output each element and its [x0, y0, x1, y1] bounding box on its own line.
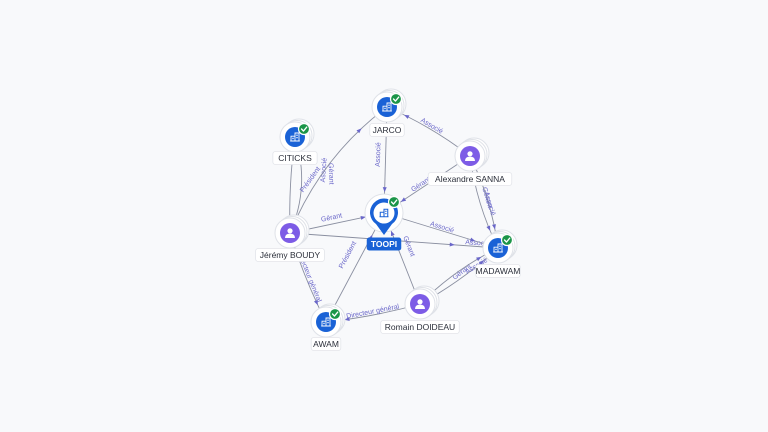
edge-arrow: [469, 237, 476, 242]
node-label: Jérémy BOUDY: [255, 248, 325, 262]
node-label-text: Alexandre SANNA: [435, 174, 505, 184]
node-jarco[interactable]: JARCO: [369, 88, 407, 137]
node-label: MADAWAM: [475, 264, 521, 278]
edge-arrow: [400, 197, 407, 202]
building-icon: [493, 243, 503, 253]
node-label-text: AWAM: [313, 339, 339, 349]
node-label: Alexandre SANNA: [427, 172, 513, 186]
node-romain[interactable]: Romain DOIDEAU: [380, 285, 460, 334]
center-node-label: TOOPI: [366, 237, 402, 251]
node-jeremy[interactable]: Jérémy BOUDY: [255, 214, 325, 262]
edge-label: Associé: [429, 221, 455, 235]
edge-arrow: [344, 317, 350, 322]
verified-check-icon: [389, 92, 403, 106]
edge-arrow: [492, 224, 496, 230]
node-label-text: Jérémy BOUDY: [260, 250, 321, 260]
edge-arrow: [404, 114, 410, 119]
node-alexandre[interactable]: Alexandre SANNA: [427, 137, 513, 186]
person-icon: [415, 299, 425, 309]
node-label-text: MADAWAM: [476, 266, 521, 276]
verified-check-icon: [387, 195, 401, 209]
edge-arrow: [356, 128, 362, 134]
node-label-text: TOOPI: [371, 239, 397, 249]
node-madawam[interactable]: MADAWAM: [475, 229, 521, 278]
edge-arrow: [390, 230, 395, 237]
node-awam[interactable]: AWAM: [310, 303, 346, 351]
node-label-text: JARCO: [373, 125, 402, 135]
edge-label: Associé: [375, 142, 383, 167]
nodes-layer: JARCO CITICKS Alexandre SANNA Jérémy BOUDY M…: [255, 88, 521, 351]
person-icon: [465, 151, 475, 161]
edge-label: Gérant: [401, 235, 415, 258]
edge-label: Gérant: [320, 212, 342, 223]
node-label-text: CITICKS: [278, 153, 312, 163]
edge-arrow: [382, 187, 387, 193]
node-label: CITICKS: [272, 151, 318, 165]
edge-label: Gérant: [327, 163, 335, 185]
edge-label: Associé: [419, 117, 444, 136]
building-icon: [382, 102, 392, 112]
node-label: Romain DOIDEAU: [380, 320, 460, 334]
edge-arrow: [313, 299, 318, 306]
node-label: AWAM: [310, 337, 342, 351]
node-toopi-center[interactable]: TOOPI: [364, 193, 404, 251]
edge-label: Associé: [465, 239, 490, 248]
node-label-text: Romain DOIDEAU: [385, 322, 455, 332]
building-icon: [379, 208, 389, 218]
building-icon: [290, 132, 300, 142]
edge-arrow: [476, 256, 482, 262]
edge-arrow: [486, 225, 491, 231]
verified-check-icon: [297, 122, 311, 136]
node-label: JARCO: [369, 123, 405, 137]
edge-arrow: [478, 260, 484, 266]
verified-check-icon: [328, 307, 342, 321]
edge-label: Président: [338, 240, 358, 269]
building-icon: [321, 317, 331, 327]
edge-label: Associé: [482, 191, 496, 217]
edge-label: Président: [299, 166, 322, 194]
edge-label: Directeur général: [346, 303, 400, 320]
edge-arrow: [360, 215, 366, 220]
node-citicks[interactable]: CITICKS: [272, 118, 318, 165]
edge-arrow: [449, 242, 455, 247]
person-icon: [285, 228, 295, 238]
verified-check-icon: [500, 233, 514, 247]
